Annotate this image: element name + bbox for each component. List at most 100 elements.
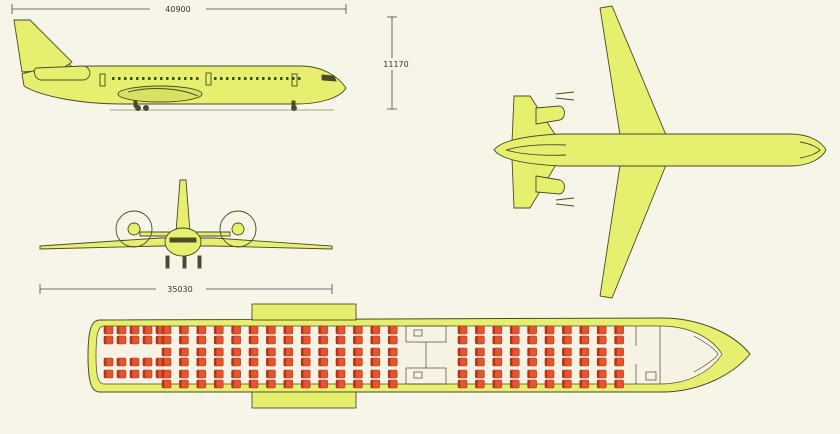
seat <box>335 379 346 389</box>
seat <box>353 347 363 357</box>
seat <box>213 369 224 379</box>
seat <box>318 347 328 357</box>
seat <box>387 369 398 379</box>
side-window <box>118 77 121 80</box>
seat <box>353 369 363 379</box>
seat <box>562 325 572 335</box>
seat <box>231 325 241 335</box>
seat <box>248 335 259 345</box>
side-window <box>232 77 235 80</box>
seat <box>492 379 503 389</box>
seat <box>370 369 381 379</box>
seat <box>179 347 189 357</box>
seat <box>596 379 607 389</box>
seat <box>213 325 224 335</box>
seat <box>266 347 276 357</box>
seat <box>457 357 468 367</box>
seat <box>129 357 140 367</box>
seat <box>266 379 276 389</box>
side-window <box>112 77 115 80</box>
seat <box>614 357 624 367</box>
seat <box>579 357 590 367</box>
seat <box>579 335 590 345</box>
seat <box>596 347 607 357</box>
seat <box>509 379 520 389</box>
seat <box>370 325 381 335</box>
seat <box>579 379 590 389</box>
side-window <box>298 77 301 80</box>
seat <box>509 347 520 357</box>
cabin-seating-plan <box>87 303 751 409</box>
seat <box>283 347 294 357</box>
seat <box>116 335 127 345</box>
seat <box>318 335 328 345</box>
span-dimension: 35030 <box>39 283 333 295</box>
seat <box>300 347 311 357</box>
seat <box>335 335 346 345</box>
seat <box>161 369 172 379</box>
seat <box>179 369 189 379</box>
seat <box>596 335 607 345</box>
side-window <box>148 77 151 80</box>
seat <box>353 335 363 345</box>
seat <box>544 325 555 335</box>
seat <box>213 335 224 345</box>
seat <box>196 357 207 367</box>
seat <box>196 379 207 389</box>
seat <box>475 347 485 357</box>
seat <box>196 335 207 345</box>
side-window <box>238 77 241 80</box>
seat <box>562 347 572 357</box>
side-window <box>142 77 145 80</box>
seat <box>231 369 241 379</box>
seat <box>103 335 114 345</box>
seat <box>579 325 590 335</box>
seat <box>544 379 555 389</box>
seat <box>370 379 381 389</box>
galley-lavatory <box>405 325 447 385</box>
seat <box>318 325 328 335</box>
seat <box>527 325 537 335</box>
seat <box>248 347 259 357</box>
seat <box>562 335 572 345</box>
seat <box>457 335 468 345</box>
seat <box>142 335 153 345</box>
seat <box>231 347 241 357</box>
seat <box>527 347 537 357</box>
seat <box>300 325 311 335</box>
seat <box>129 335 140 345</box>
side-view-windows <box>112 77 301 80</box>
seat <box>248 325 259 335</box>
height-label: 11170 <box>383 60 408 69</box>
seat <box>300 379 311 389</box>
cockpit-area <box>635 326 719 384</box>
seat <box>300 357 311 367</box>
side-window <box>154 77 157 80</box>
side-window <box>190 77 193 80</box>
side-window <box>274 77 277 80</box>
seat <box>179 379 189 389</box>
side-window <box>184 77 187 80</box>
seat <box>562 357 572 367</box>
seat <box>457 369 468 379</box>
seat <box>213 379 224 389</box>
length-label: 40900 <box>165 5 190 14</box>
seat <box>353 379 363 389</box>
seat <box>579 369 590 379</box>
seat <box>387 347 398 357</box>
seat <box>231 357 241 367</box>
seat <box>370 347 381 357</box>
seat <box>300 335 311 345</box>
seat <box>161 347 172 357</box>
seat <box>527 379 537 389</box>
seat <box>335 357 346 367</box>
seat <box>509 325 520 335</box>
seat <box>492 369 503 379</box>
seat <box>248 357 259 367</box>
side-window <box>262 77 265 80</box>
seat <box>318 357 328 367</box>
seat <box>129 369 140 379</box>
seat <box>353 325 363 335</box>
seat <box>544 347 555 357</box>
